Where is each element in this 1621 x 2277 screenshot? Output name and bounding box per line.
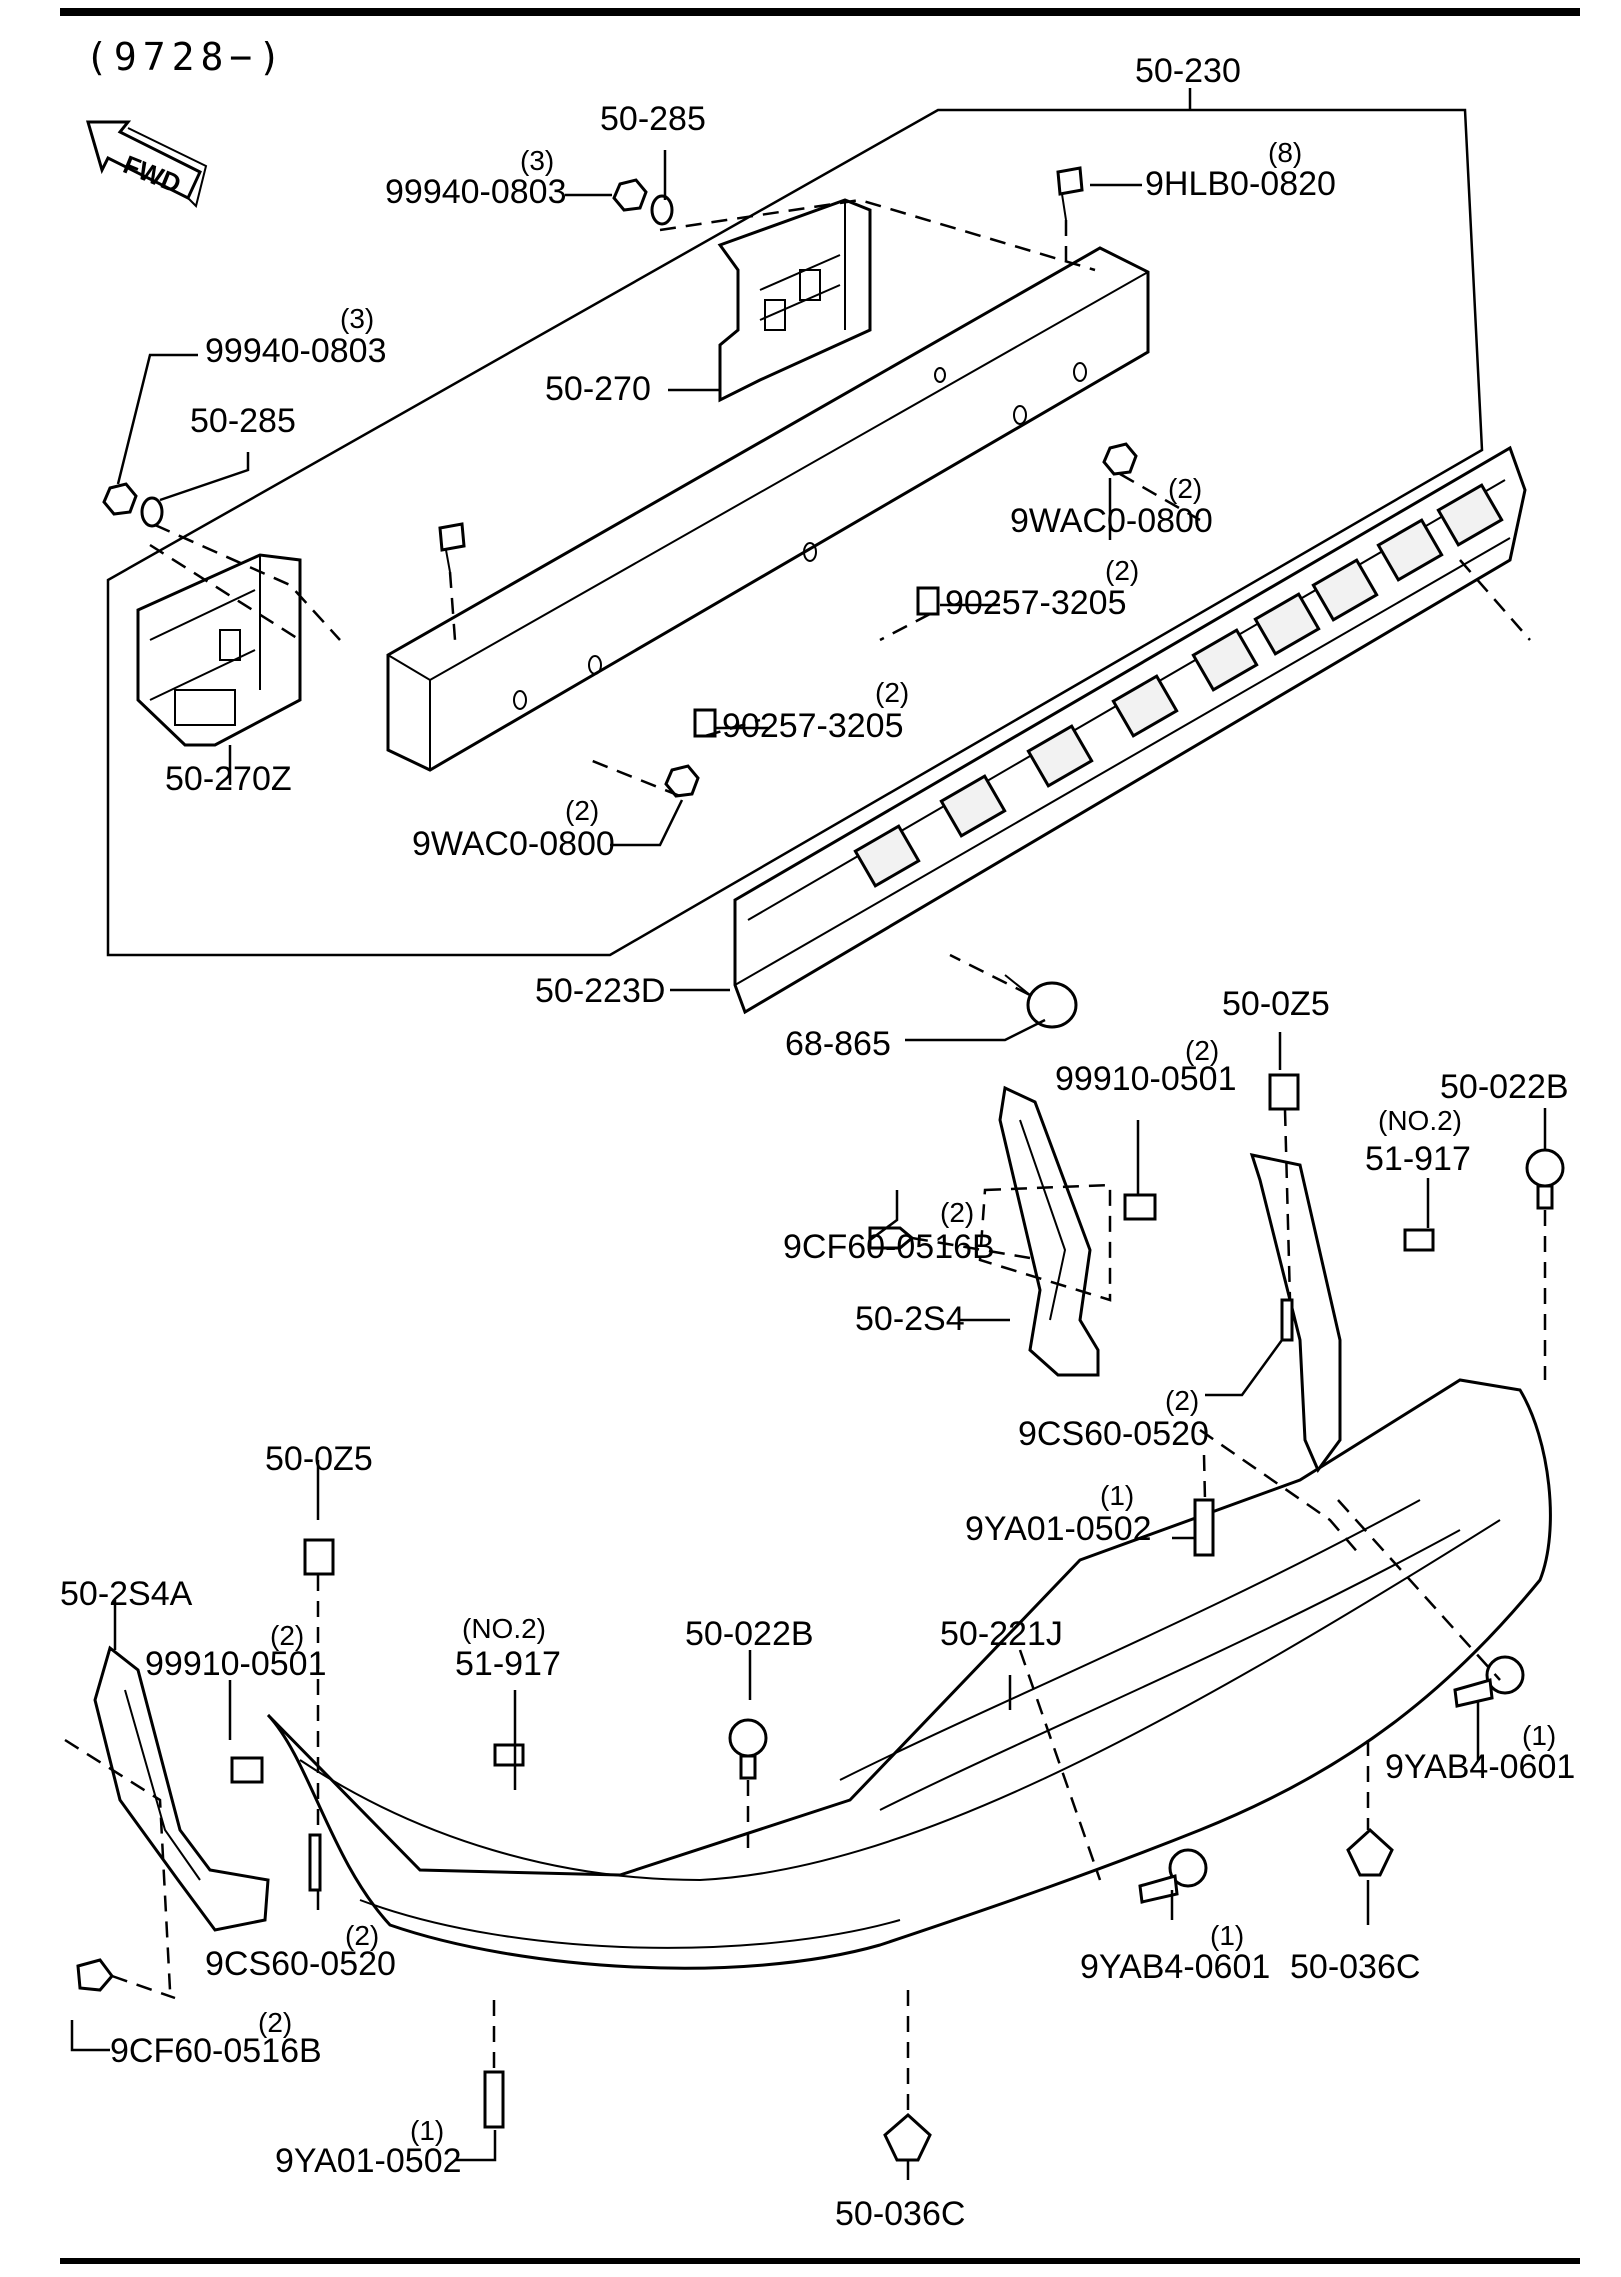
qty-9CF60-right: (2) [940,1197,974,1228]
label-9CF60-right: 9CF60-0516B [783,1228,995,1266]
assembly-guide-lines [64,198,1547,2115]
label-68-865: 68-865 [785,1025,891,1063]
tapping-screw-icon [308,1833,322,1892]
qty-9CF60-left: (2) [258,2007,292,2038]
label-50-036C-right: 50-036C [1290,1948,1420,1986]
label-51-917-right: 51-917 [1365,1140,1471,1178]
label-50-2S4: 50-2S4 [855,1300,965,1338]
label-99940-top: 99940-0803 [385,173,567,211]
fwd-arrow-icon: FWD [86,120,208,208]
qty-9CS60-left: (2) [345,1920,379,1951]
push-clip-icon [1004,974,1078,1029]
qty-90257-upper: (2) [1105,555,1139,586]
qty-9HLB0: (8) [1268,137,1302,168]
qty-9WAC0-right: (2) [1168,473,1202,504]
qty-9CS60-right: (2) [1165,1385,1199,1416]
bolt-icon [1138,1848,1208,1904]
label-99940-left: 99940-0803 [205,332,387,370]
qty-99940-left: (3) [340,303,374,334]
qty-9YAB4-mid: (1) [1210,1920,1244,1951]
label-50-2S4A: 50-2S4A [60,1575,193,1613]
part-labels: 50-230 50-285 (3) 99940-0803 (8) 9HLB0-0… [60,52,1575,2233]
label-9YA01-right: 9YA01-0502 [965,1510,1152,1548]
label-50-223D: 50-223D [535,972,665,1010]
reinforcement-assembly-boundary [106,108,1484,957]
washer-icon [140,496,164,528]
push-rivet-icon [1346,1827,1394,1877]
bolt-icon [1193,1498,1215,1557]
clip-nut-icon [1123,1193,1157,1221]
label-9YAB4-mid: 9YAB4-0601 [1080,1948,1270,1986]
push-clip-icon [728,1718,768,1780]
nut-icon [664,764,700,798]
qty-9YA01-left: (1) [410,2115,444,2146]
qty-9WAC0-left: (2) [565,795,599,826]
label-50-230: 50-230 [1135,52,1241,90]
stud-icon [693,708,717,738]
clip-icon [303,1538,335,1576]
label-99910-right: 99910-0501 [1055,1060,1237,1098]
nut-icon [1102,442,1138,476]
top-rule [60,8,1580,16]
label-9CF60-left: 9CF60-0516B [110,2032,322,2070]
qty-9YA01-right: (1) [1100,1480,1134,1511]
nameplate-icon [493,1743,525,1767]
bumper-reinforcement [386,246,1150,772]
bracket-50-270Z [136,553,302,747]
tapping-screw-icon [1280,1298,1294,1342]
qty-99910-left: (2) [270,1620,304,1651]
label-99910-left: 99910-0501 [145,1645,327,1683]
bolt-icon [1453,1655,1525,1708]
nut-icon [612,178,648,212]
label-50-0Z5-right: 50-0Z5 [1222,985,1330,1023]
label-9YAB4-right: 9YAB4-0601 [1385,1748,1575,1786]
label-50-285-left: 50-285 [190,402,296,440]
label-9HLB0: 9HLB0-0820 [1145,165,1336,203]
bolt-icon [483,2070,505,2129]
qty-51-917-left: (NO.2) [462,1613,546,1644]
label-50-270: 50-270 [545,370,651,408]
label-50-221J: 50-221J [940,1615,1063,1653]
label-50-036C-bottom: 50-036C [835,2195,965,2233]
side-retainer-strip [1249,1153,1342,1473]
label-9CS60-right: 9CS60-0520 [1018,1415,1209,1453]
qty-9YAB4-right: (1) [1522,1720,1556,1751]
side-bracket-50-2S4A [93,1645,270,1932]
label-9WAC0-right: 9WAC0-0800 [1010,502,1213,540]
label-51-917-left: 51-917 [455,1645,561,1683]
label-50-022B-left: 50-022B [685,1615,814,1653]
clip-icon [1268,1073,1300,1111]
qty-90257-lower: (2) [875,677,909,708]
qty-99940-top: (3) [520,145,554,176]
clip-nut-icon [230,1756,264,1784]
diagram-code: (9728−) [85,35,287,79]
label-9YA01-left: 9YA01-0502 [275,2142,462,2180]
label-50-0Z5-left: 50-0Z5 [265,1440,373,1478]
qty-99910-right: (2) [1185,1035,1219,1066]
screw-icon [76,1958,114,1992]
side-bracket-50-2S4 [998,1085,1100,1377]
bolt-icon [1056,166,1084,221]
leader-lines [70,88,1547,2180]
label-9CS60-left: 9CS60-0520 [205,1945,396,1983]
washer-icon [650,194,674,226]
bolt-icon [438,522,466,573]
push-clip-icon [1525,1148,1565,1210]
bottom-rule [60,2258,1580,2264]
nut-icon [102,482,138,516]
qty-51-917-right: (NO.2) [1378,1105,1462,1136]
energy-absorber [733,445,1527,1015]
label-50-022B-right: 50-022B [1440,1068,1569,1106]
label-90257-lower: 90257-3205 [722,707,904,745]
nameplate-icon [1403,1228,1435,1252]
stud-icon [916,586,940,616]
label-50-285-top: 50-285 [600,100,706,138]
label-50-270Z: 50-270Z [165,760,292,798]
label-9WAC0-left: 9WAC0-0800 [412,825,615,863]
label-90257-upper: 90257-3205 [945,584,1127,622]
bracket-50-270 [717,198,872,403]
push-rivet-icon [883,2112,932,2162]
bumper-cover [266,1378,1552,1970]
